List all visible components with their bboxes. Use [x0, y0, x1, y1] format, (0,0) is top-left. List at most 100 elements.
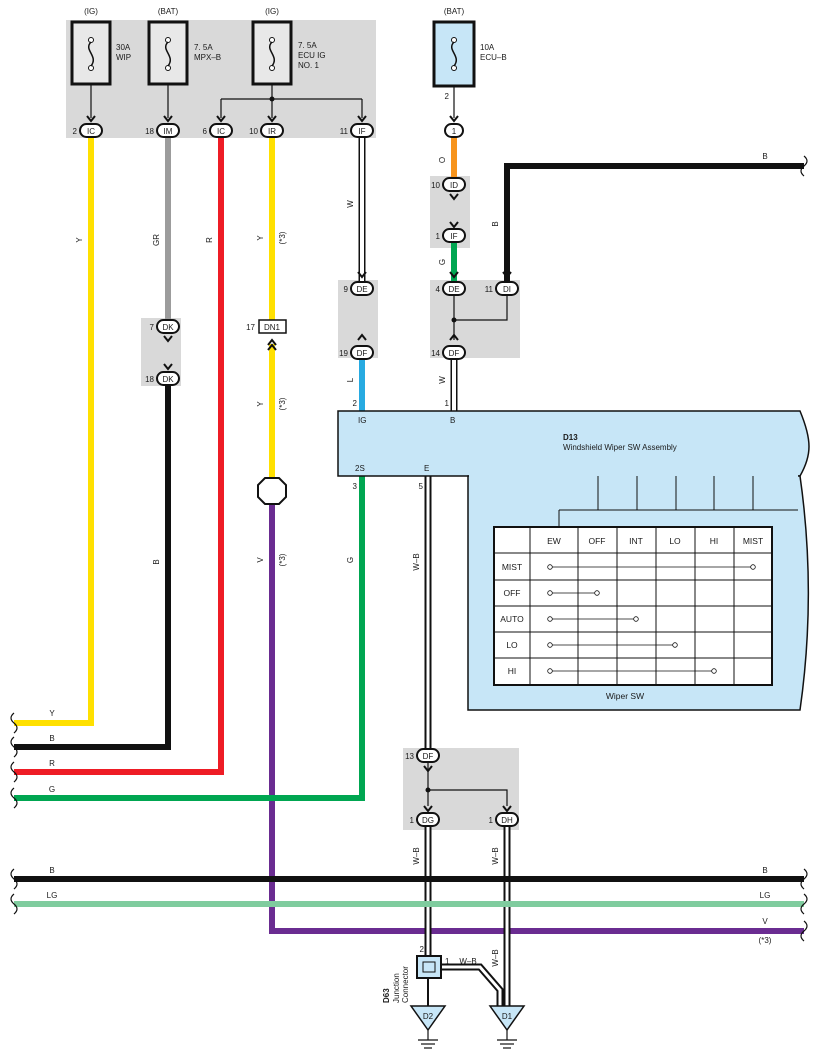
svg-text:6: 6: [203, 127, 208, 136]
svg-text:11: 11: [340, 127, 349, 136]
svg-text:V: V: [762, 917, 768, 926]
svg-text:18: 18: [145, 127, 154, 136]
svg-text:13: 13: [405, 752, 414, 761]
fuse-ecu-b: [432, 20, 476, 118]
splice-point-octagon: [257, 477, 287, 505]
fuse-source-label: (BAT): [158, 7, 179, 16]
wire-yellow-y: [14, 138, 94, 726]
table-column-header: MIST: [743, 536, 763, 546]
wire-purple-v: [269, 504, 804, 934]
svg-text:DE: DE: [448, 285, 459, 294]
wire-color-labels: Y GR R Y (*3) W O B B G L W Y (*3) B V (…: [47, 152, 772, 967]
svg-text:W: W: [346, 200, 355, 208]
connector-if1: IF1: [436, 228, 466, 243]
pin-number: 3: [353, 482, 358, 491]
svg-text:1: 1: [436, 232, 441, 241]
table-row-header: HI: [508, 666, 517, 676]
connector-ic6: IC 6: [203, 123, 233, 138]
switch-continuity-marks: [547, 564, 756, 674]
ground-d1-icon: [488, 1005, 526, 1049]
svg-text:IC: IC: [217, 127, 225, 136]
svg-text:19: 19: [339, 349, 348, 358]
svg-text:18: 18: [145, 375, 154, 384]
junction-connector-d63: [416, 955, 442, 979]
svg-text:1: 1: [489, 816, 494, 825]
connector-df13: DF 13: [405, 748, 440, 763]
pin-number: 1: [445, 399, 450, 408]
terminal-ig: IG: [358, 416, 366, 425]
fuse-wip: [70, 20, 112, 118]
svg-text:9: 9: [344, 285, 349, 294]
svg-text:W–B: W–B: [412, 847, 421, 864]
connector-if11: IF 11: [340, 123, 374, 138]
ground-label: D2: [423, 1012, 434, 1021]
wire-black-b-top: [504, 163, 804, 282]
terminal-b: B: [450, 416, 455, 425]
svg-text:Junction: Junction: [392, 973, 401, 1003]
internal-junction-dg-dh: [427, 763, 508, 806]
fuse-rating: 10A: [480, 43, 495, 52]
svg-text:IF: IF: [358, 127, 365, 136]
pin-number: 1: [445, 957, 450, 966]
component-code: D13: [563, 433, 578, 442]
svg-text:B: B: [762, 866, 767, 875]
mating-chevron-icons: [86, 115, 512, 813]
svg-text:(*3): (*3): [278, 397, 287, 410]
svg-text:DE: DE: [356, 285, 367, 294]
svg-text:DH: DH: [501, 816, 513, 825]
connector-dh1: DH 1: [489, 812, 519, 827]
svg-text:O: O: [438, 157, 447, 163]
svg-text:Y: Y: [75, 237, 84, 243]
terminal-2s: 2S: [355, 464, 365, 473]
svg-text:DF: DF: [423, 752, 434, 761]
svg-text:DN1: DN1: [264, 323, 281, 332]
pin-number: 2: [445, 92, 450, 101]
connector-de4: DE4: [436, 281, 466, 296]
svg-text:G: G: [346, 557, 355, 563]
svg-text:Y: Y: [256, 235, 265, 241]
fuse-rating: 7. 5A: [194, 43, 213, 52]
svg-text:LG: LG: [47, 891, 58, 900]
wire-black-b: [14, 386, 171, 750]
connector-de9: DE 9: [344, 281, 374, 296]
ground-label: D1: [502, 1012, 513, 1021]
switch-leads: [558, 476, 798, 527]
pin-number: 2: [420, 945, 425, 954]
junction-label: D63: [382, 988, 391, 1003]
connector-1: 1: [444, 123, 464, 138]
svg-text:LG: LG: [760, 891, 771, 900]
wire-green-g: [14, 476, 365, 801]
svg-text:DG: DG: [422, 816, 434, 825]
fuse-mpx-b: [147, 20, 189, 118]
svg-text:(*3): (*3): [759, 936, 772, 945]
wiper-switch-table: EW OFF INT LO HI MIST MIST OFF AUTO LO H…: [493, 526, 773, 701]
svg-text:(*3): (*3): [278, 553, 287, 566]
svg-text:GR: GR: [152, 234, 161, 246]
svg-text:IR: IR: [268, 127, 276, 136]
svg-text:7: 7: [150, 323, 155, 332]
svg-text:V: V: [256, 557, 265, 563]
svg-text:10: 10: [249, 127, 258, 136]
connector-dk7: DK7: [150, 319, 180, 334]
fuse-name: ECU IG: [298, 51, 326, 60]
fuse-ecu-ig-no1: [220, 20, 363, 118]
connector-dg1: DG1: [410, 812, 440, 827]
connector-ic2: IC2: [73, 123, 103, 138]
svg-text:B: B: [49, 866, 54, 875]
svg-text:B: B: [762, 152, 767, 161]
svg-text:B: B: [152, 559, 161, 564]
svg-text:Connector: Connector: [401, 966, 410, 1003]
svg-text:B: B: [49, 734, 54, 743]
ground-d2-icon: [409, 1005, 447, 1049]
fuse-source-label: (IG): [84, 7, 98, 16]
svg-text:11: 11: [485, 285, 494, 294]
